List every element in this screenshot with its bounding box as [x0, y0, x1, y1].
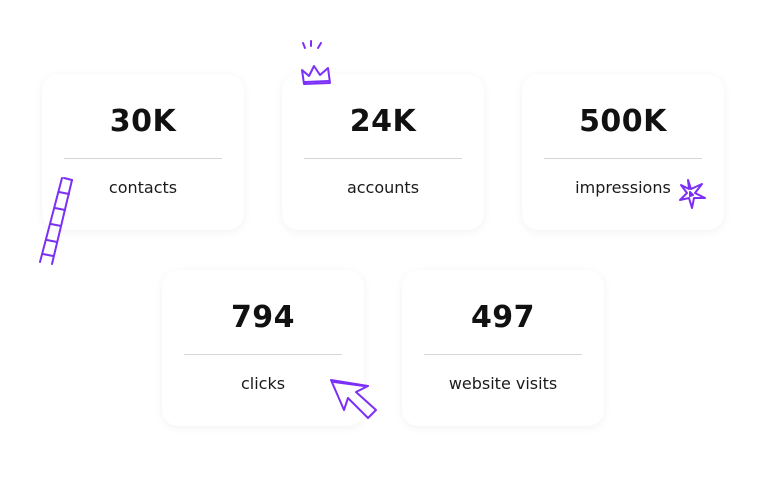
stat-label: clicks: [240, 374, 286, 393]
stat-card-accounts: 24K accounts: [282, 74, 484, 230]
stat-card-clicks: 794 clicks: [162, 270, 364, 426]
stat-card-website-visits: 497 website visits: [402, 270, 604, 426]
divider: [64, 158, 222, 159]
stat-card-impressions: 500K impressions: [522, 74, 724, 230]
stat-value: 794: [230, 300, 296, 335]
divider: [184, 354, 342, 355]
divider: [304, 158, 462, 159]
stat-label: accounts: [346, 178, 420, 197]
stat-card-contacts: 30K contacts: [42, 74, 244, 230]
divider: [544, 158, 702, 159]
sparkle-icon: [679, 179, 706, 209]
crown-icon: [301, 40, 331, 85]
stat-label: contacts: [108, 178, 178, 197]
stat-value: 24K: [349, 104, 417, 139]
stat-label: impressions: [575, 178, 671, 197]
stat-label: website visits: [448, 374, 558, 393]
stat-value: 30K: [109, 104, 177, 139]
stat-value: 497: [470, 300, 536, 335]
stat-value: 500K: [579, 104, 667, 139]
arrow-cursor-icon: [330, 379, 377, 419]
divider: [424, 354, 582, 355]
ladder-icon: [39, 177, 73, 265]
